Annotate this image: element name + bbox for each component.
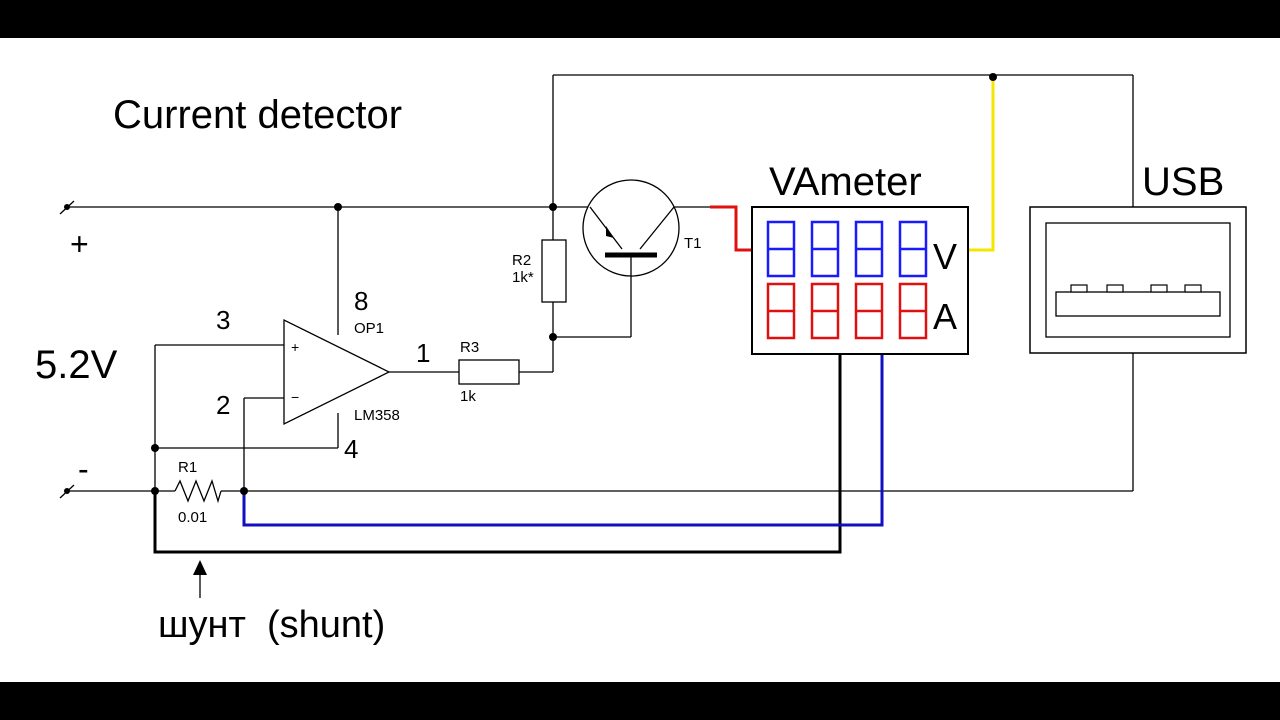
opamp-pin-1: 1 <box>416 338 430 368</box>
opamp-minus-mark: − <box>291 389 299 405</box>
r3-resistor-icon <box>458 359 520 385</box>
plus-terminal-sign: + <box>70 226 89 262</box>
opamp-ref: OP1 <box>354 320 384 337</box>
wiring <box>67 74 1134 492</box>
shunt-caption: шунт (shunt) <box>158 604 385 646</box>
t1-ref: T1 <box>684 235 702 252</box>
r2-value: 1k* <box>512 269 534 286</box>
diagram-canvas <box>0 38 1280 682</box>
top-letterbox <box>0 0 1280 38</box>
r2-ref: R2 <box>512 252 531 269</box>
usb-label: USB <box>1142 160 1224 204</box>
opamp-plus-mark: + <box>291 339 299 355</box>
vameter-amp-label: A <box>933 296 957 337</box>
opamp-triangle-icon <box>283 318 391 426</box>
r1-ref: R1 <box>178 459 197 476</box>
usb-port-icon <box>1029 206 1247 354</box>
vameter-label: VAmeter <box>769 160 922 204</box>
yellow-wire <box>967 77 995 252</box>
diagram-title: Current detector <box>113 93 402 137</box>
shunt-arrow-icon <box>193 560 207 598</box>
red-wire <box>710 205 752 252</box>
vameter-box <box>751 206 969 355</box>
r3-value: 1k <box>460 388 476 405</box>
junction-dots <box>151 73 997 495</box>
bottom-letterbox <box>0 682 1280 720</box>
thick-black-wire <box>153 355 842 554</box>
opamp-pin-3: 3 <box>216 305 230 335</box>
opamp-part: LM358 <box>354 407 400 424</box>
opamp-pin-4: 4 <box>344 434 358 464</box>
blue-wire <box>242 355 884 527</box>
opamp-pin-8: 8 <box>354 286 368 316</box>
amp-digits <box>766 282 928 340</box>
r2-resistor-icon <box>541 239 567 303</box>
volt-digits <box>766 220 928 278</box>
r1-value: 0.01 <box>178 509 207 526</box>
vameter-volt-label: V <box>933 236 957 277</box>
minus-terminal-sign: - <box>78 451 89 487</box>
r1-resistor-icon <box>174 479 222 504</box>
supply-voltage-label: 5.2V <box>35 343 118 387</box>
transistor-t1-icon <box>582 179 710 277</box>
r3-ref: R3 <box>460 339 479 356</box>
opamp-pin-2: 2 <box>216 390 230 420</box>
